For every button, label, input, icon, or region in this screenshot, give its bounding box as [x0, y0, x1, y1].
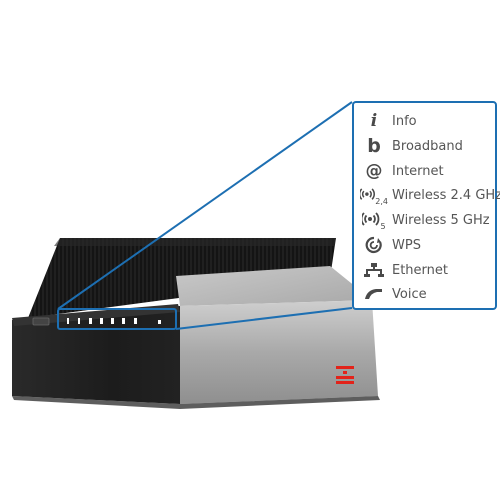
internet-at-icon: @ — [365, 160, 383, 181]
wireless-signal-icon: 5 — [360, 209, 388, 231]
led-voice — [158, 320, 161, 324]
legend-item-info: i Info — [360, 110, 495, 132]
led-ethernet — [134, 318, 137, 324]
legend-label: Internet — [392, 163, 444, 179]
router-button — [32, 317, 50, 326]
legend-item-wireless-24: 2,4 Wireless 2.4 GHz — [360, 184, 500, 206]
ethernet-icon — [360, 259, 388, 281]
router-base-shadow — [12, 396, 380, 409]
legend-label: Voice — [392, 286, 427, 302]
legend-item-wps: WPS — [360, 234, 495, 256]
led-indicators — [67, 318, 161, 324]
led-info — [67, 318, 69, 324]
legend-item-wireless-5: 5 Wireless 5 GHz — [360, 209, 495, 231]
led-internet — [89, 318, 92, 324]
led-wireless-24 — [100, 318, 103, 324]
legend-label: Wireless 5 GHz — [392, 212, 490, 228]
wireless-band-sub: 5 — [380, 221, 386, 231]
legend-item-ethernet: Ethernet — [360, 259, 495, 281]
led-highlight-box — [57, 308, 177, 330]
callout-line-bottom — [175, 307, 353, 330]
legend-item-internet: @ Internet — [360, 160, 495, 182]
led-wps — [122, 318, 125, 324]
router-front-face — [12, 306, 180, 404]
legend-label: WPS — [392, 237, 421, 253]
legend-item-voice: Voice — [360, 283, 495, 305]
led-broadband — [78, 318, 80, 324]
legend-label: Ethernet — [392, 262, 448, 278]
led-wireless-5 — [111, 318, 114, 324]
wireless-band-sub: 2,4 — [375, 196, 388, 206]
wps-icon — [360, 234, 388, 256]
led-legend-callout: i Info b Broadband @ Internet 2,4 Wirele… — [352, 101, 500, 310]
router-silver-panel-front — [180, 300, 378, 404]
broadband-icon: b — [367, 134, 381, 157]
callout-line-top — [57, 101, 353, 310]
legend-label: Broadband — [392, 138, 463, 154]
legend-label: Info — [392, 113, 417, 129]
brand-logo — [336, 366, 354, 384]
info-icon: i — [370, 110, 378, 131]
legend-item-broadband: b Broadband — [360, 135, 495, 157]
router-top-edge — [54, 238, 336, 246]
legend-label: Wireless 2.4 GHz — [392, 187, 500, 203]
wireless-signal-icon: 2,4 — [360, 184, 388, 206]
router-silver-panel-top — [176, 266, 372, 306]
voice-handset-icon — [360, 283, 388, 305]
